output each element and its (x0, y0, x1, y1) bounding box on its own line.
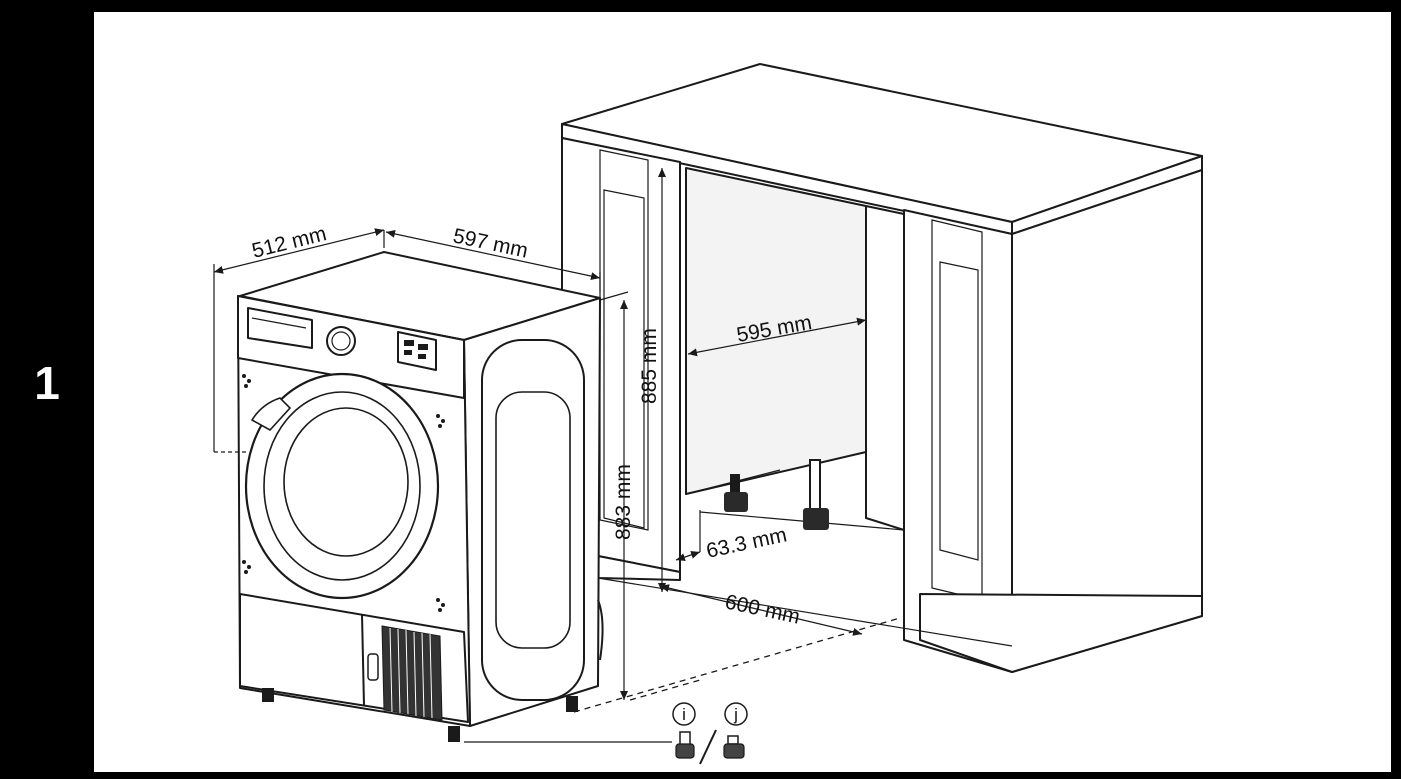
step-number: 1 (34, 357, 60, 409)
kitchen-cabinet (561, 63, 1203, 673)
part-callouts: i j (672, 702, 748, 765)
part-j-circle (724, 702, 748, 726)
part-i-circle (672, 702, 696, 726)
dryer-width-label: 597 mm (451, 224, 530, 262)
part-j-label: j (733, 705, 738, 724)
dryer-depth-label: 512 mm (250, 222, 329, 263)
foot-pad-icon (723, 735, 745, 759)
foot-screw-icon (675, 731, 695, 759)
tumble-dryer (237, 251, 604, 742)
niche-depth-label: 600 mm (723, 590, 802, 628)
adjustable-foot-left (724, 474, 748, 512)
foot-offset-label: 63.3 mm (704, 523, 789, 562)
dimension-lines (213, 168, 901, 743)
adjustable-foot-right (803, 459, 829, 530)
part-i-label: i (682, 705, 686, 724)
vent-grill (381, 625, 443, 721)
niche-height-label: 885 mm (638, 328, 661, 404)
step-sidebar: 1 (0, 0, 94, 779)
dryer-height-label: 883 mm (612, 464, 635, 540)
